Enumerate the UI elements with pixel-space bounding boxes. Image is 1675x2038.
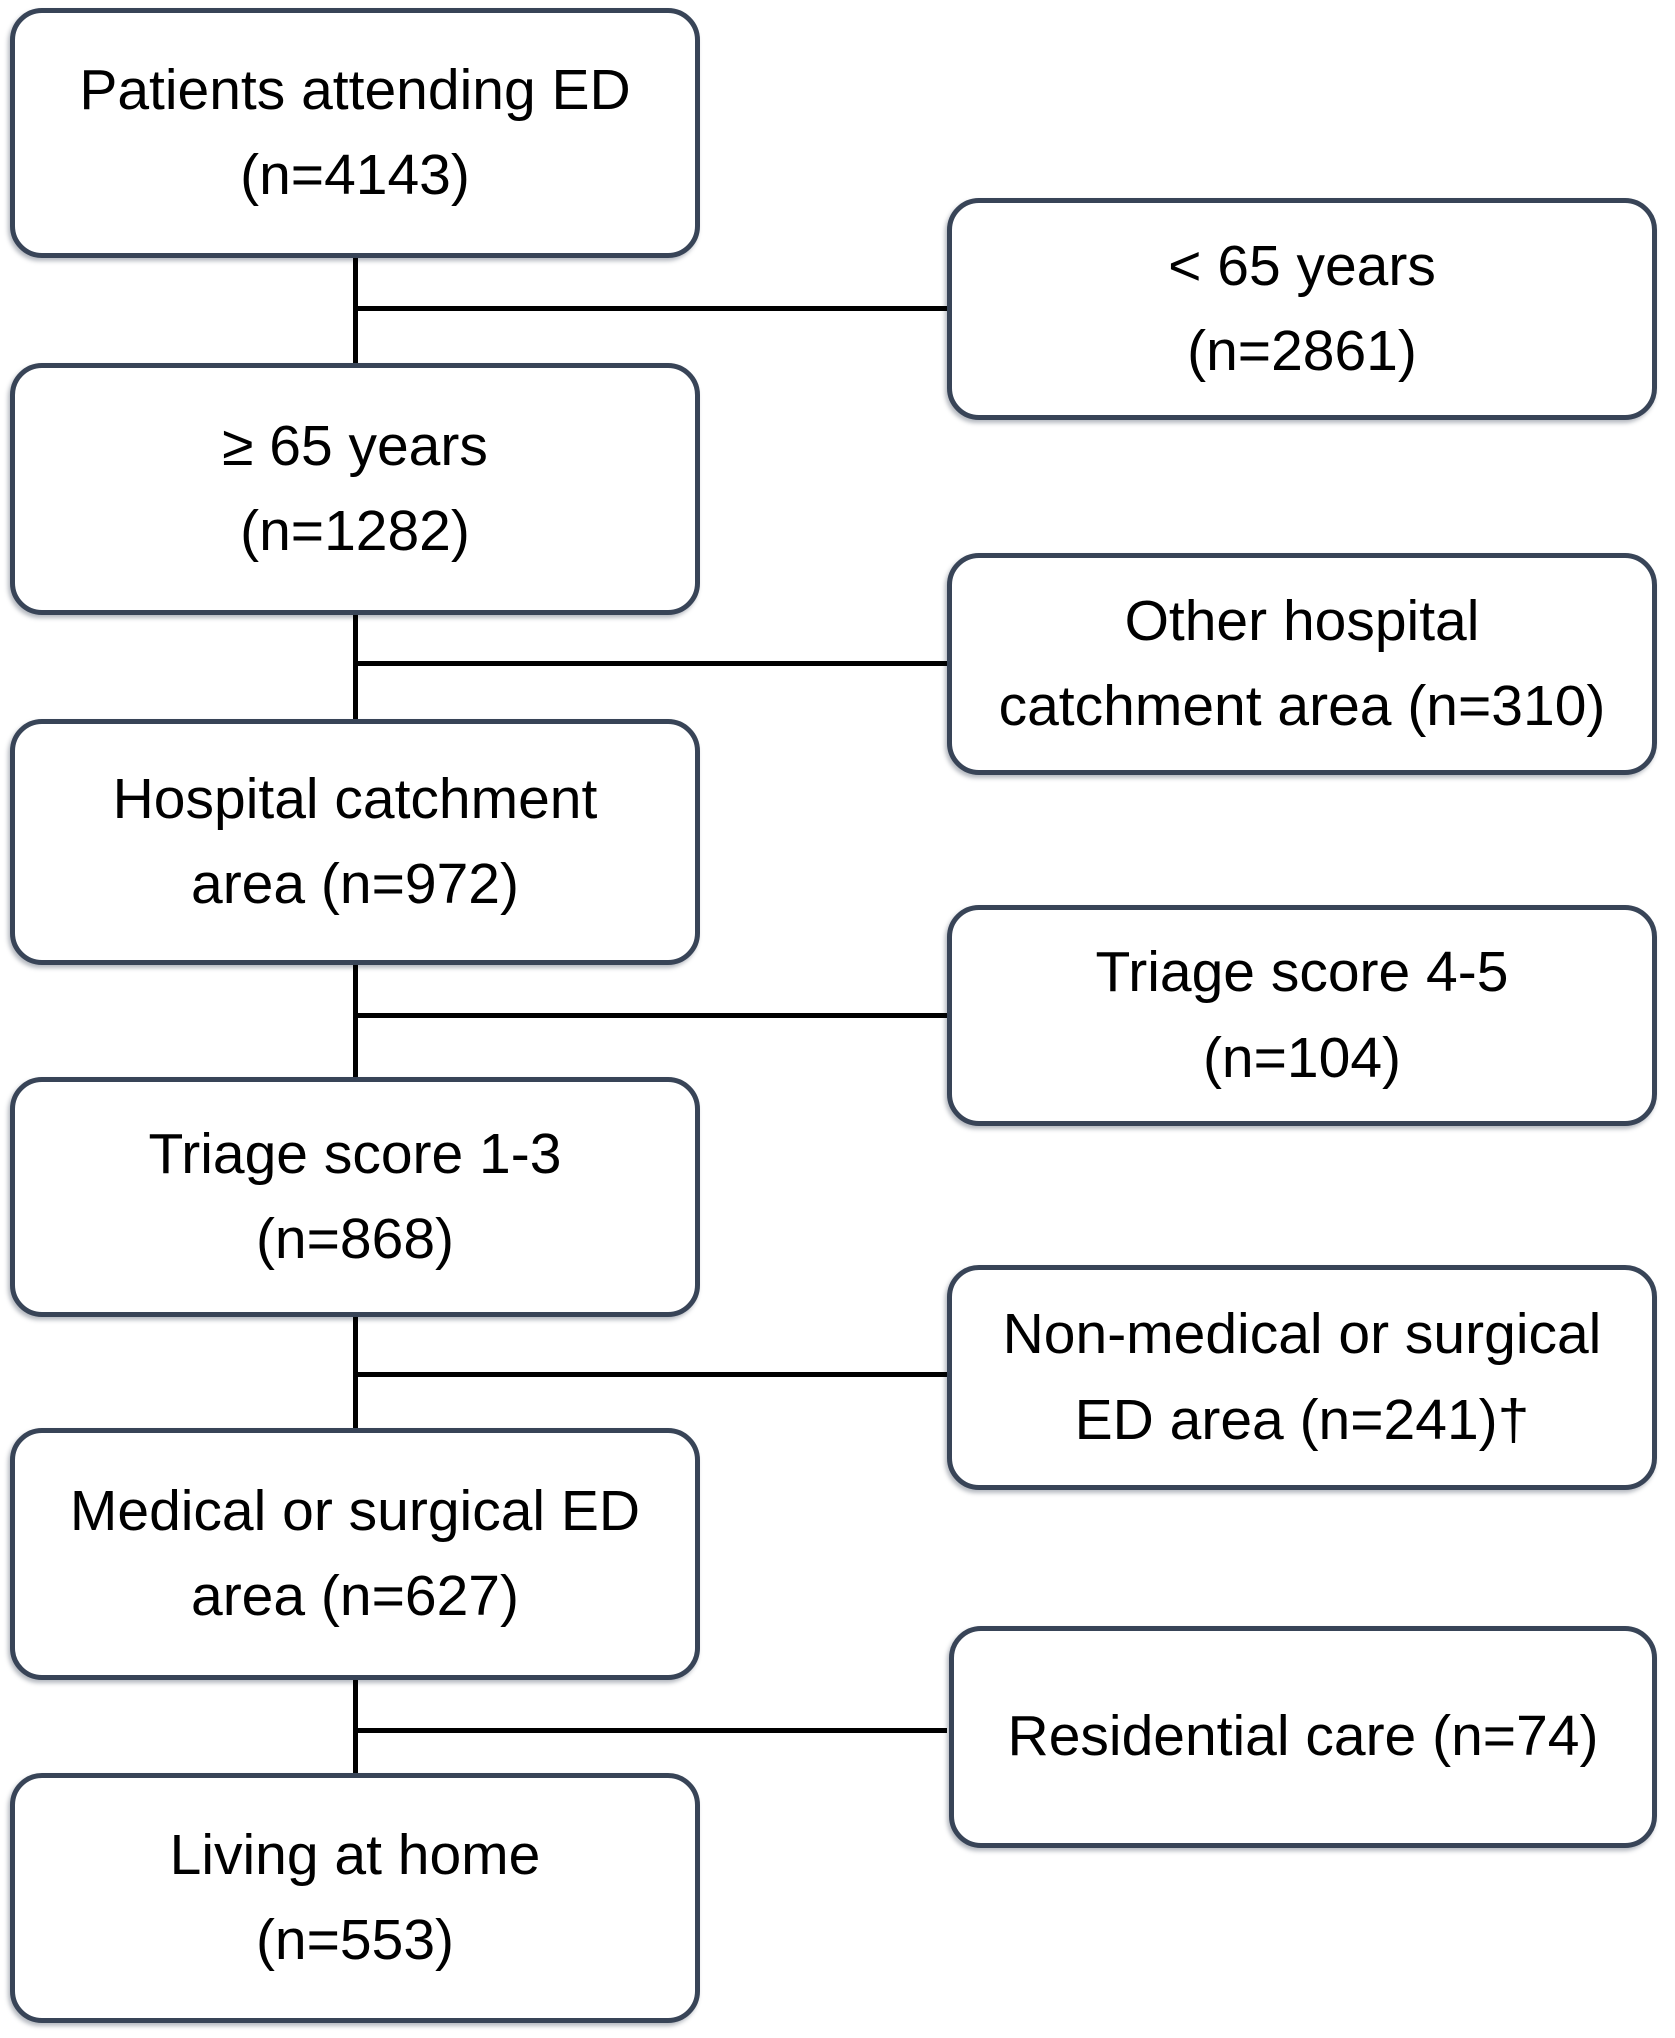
- connector-branch-under-65: [355, 306, 947, 311]
- connector-vertical-2: [353, 615, 358, 719]
- connector-branch-other-catchment: [355, 661, 947, 666]
- flow-box-medical-or-surgical-ed-area: Medical or surgical ED area (n=627): [10, 1428, 700, 1680]
- flow-box-residential-care-excluded: Residential care (n=74): [949, 1626, 1657, 1848]
- connector-branch-triage-4-5: [355, 1013, 947, 1018]
- flow-box-other-hospital-catchment-excluded: Other hospital catchment area (n=310): [947, 553, 1657, 775]
- flow-box-65-years-and-over: ≥ 65 years (n=1282): [10, 363, 700, 615]
- flow-box-patients-attending-ed: Patients attending ED (n=4143): [10, 8, 700, 258]
- flow-box-living-at-home: Living at home (n=553): [10, 1773, 700, 2023]
- flow-box-triage-score-1-3: Triage score 1-3 (n=868): [10, 1077, 700, 1317]
- flow-box-under-65-years-excluded: < 65 years (n=2861): [947, 198, 1657, 420]
- flow-box-triage-score-4-5-excluded: Triage score 4-5 (n=104): [947, 905, 1657, 1126]
- flow-box-non-medical-surgical-excluded: Non-medical or surgical ED area (n=241)†: [947, 1265, 1657, 1490]
- connector-vertical-3: [353, 965, 358, 1077]
- connector-branch-non-medical: [355, 1372, 947, 1377]
- connector-vertical-5: [353, 1680, 358, 1773]
- connector-branch-residential-care: [355, 1728, 947, 1733]
- flow-box-hospital-catchment-area: Hospital catchment area (n=972): [10, 719, 700, 965]
